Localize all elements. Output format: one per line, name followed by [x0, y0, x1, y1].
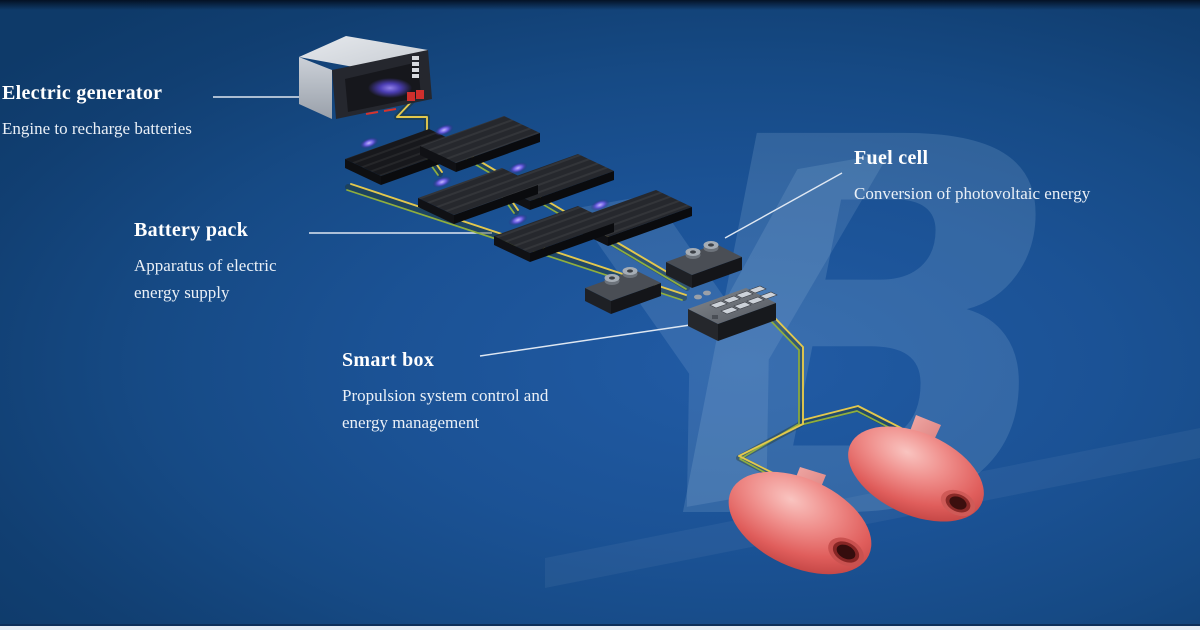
generator-glow: [368, 78, 412, 98]
generator-status-lights: [412, 56, 419, 78]
electric-generator-description: Engine to recharge batteries: [2, 119, 192, 138]
smart-box-leader-line: [479, 323, 698, 357]
smart-box-pads: [709, 285, 778, 315]
label-fuel-cell: Fuel cell Conversion of photovoltaic ene…: [854, 147, 1106, 208]
leader-lines: [213, 96, 843, 357]
generator-feed-cable: [396, 99, 428, 132]
battery-slab: [494, 206, 614, 262]
fuel-cell-description: Conversion of photovoltaic energy: [854, 184, 1091, 203]
smart-box-unit: [688, 285, 778, 341]
label-battery-pack: Battery pack Apparatus of electric energ…: [134, 219, 312, 307]
pod-nozzle: [828, 537, 864, 567]
pod-nozzle: [940, 489, 976, 517]
watermark-streak: [545, 428, 1200, 588]
top-shadow-strip: [0, 0, 1200, 10]
battery-slab: [418, 168, 538, 224]
label-electric-generator: Electric generator Engine to recharge ba…: [2, 82, 232, 143]
battery-slab: [420, 116, 540, 172]
smart-box-connector: [694, 294, 702, 300]
label-smart-box: Smart box Propulsion system control and …: [342, 349, 594, 437]
generator-power-connector: [407, 90, 424, 101]
fuel-cell-cap: [703, 241, 719, 252]
battery-logo-glow: [508, 214, 528, 226]
fuel-cell-leader-line: [724, 172, 843, 239]
fuel-cell-box: [585, 267, 661, 314]
electric-generator-title: Electric generator: [2, 82, 163, 104]
bottom-edge-bar: [0, 624, 1200, 630]
battery-logo-glow: [590, 199, 610, 211]
generator-vents: [365, 108, 397, 115]
propulsion-pod-left: [728, 467, 872, 575]
battery-pack-title: Battery pack: [134, 219, 249, 241]
pod-cable-right: [802, 405, 902, 429]
battery-logo-glow: [434, 124, 454, 136]
battery-logo-glow: [432, 176, 452, 188]
pod-cable-left: [738, 314, 804, 481]
smart-box-port: [712, 315, 718, 319]
fuel-cell-cap: [604, 274, 620, 285]
battery-pack-description: Apparatus of electric energy supply: [134, 256, 277, 302]
fuel-cell-cap: [685, 248, 701, 259]
battery-logo-glow: [359, 137, 379, 149]
battery-logo-glow: [508, 162, 528, 174]
watermark-logo: Y B: [532, 29, 1200, 630]
fuel-cell-cap: [622, 267, 638, 278]
smart-box-connector: [703, 290, 711, 296]
propulsion-pod-right: [848, 415, 984, 522]
electric-generator-unit: [299, 36, 432, 119]
smart-box-title: Smart box: [342, 349, 435, 371]
fuel-cell-box: [666, 241, 742, 288]
smart-box-description: Propulsion system control and energy man…: [342, 386, 549, 432]
fuel-cell-title: Fuel cell: [854, 147, 929, 169]
